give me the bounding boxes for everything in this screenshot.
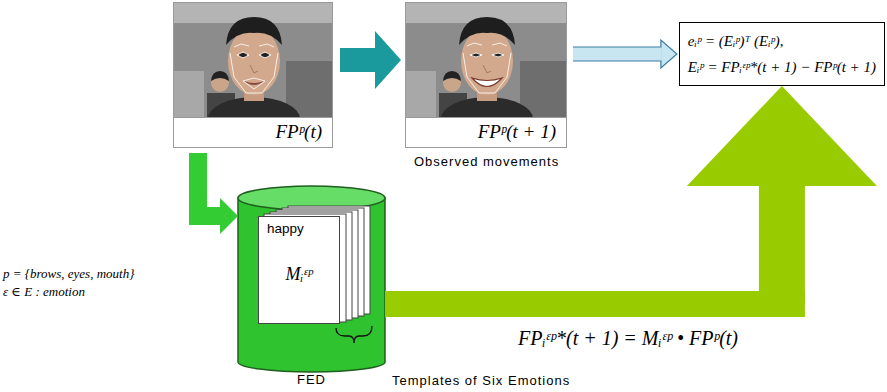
photo-frame: FPᵖ(t + 1) (405, 2, 567, 148)
frame-label: FPᵖ(t) (275, 118, 322, 146)
database-name: FED (238, 372, 385, 388)
brace (336, 326, 372, 343)
formula-label: FPᵢᵋᵖ*(t + 1) = Mᵢᵋᵖ • FPᵖ(t) (515, 325, 741, 351)
emotion-name: happy (259, 217, 339, 238)
caption-text: Observed movements (414, 154, 559, 170)
database-cylinder (238, 186, 385, 372)
legend-note: ε ∈ E : emotion (3, 284, 85, 300)
legend-note: p = {brows, eyes, mouth} (3, 266, 134, 282)
caption-text: Templates of Six Emotions (392, 373, 570, 389)
template-card: happyMᵢᵋᵖ (258, 216, 340, 324)
label-strip: FPᵖ(t + 1) (406, 117, 566, 147)
photo-frame: FPᵖ(t) (173, 2, 333, 148)
equation: eᵢᵖ = (Eᵢᵖ)ᵀ (Eᵢᵖ), (688, 28, 876, 54)
matrix-symbol: Mᵢᵋᵖ (259, 262, 339, 286)
block-arrow (385, 86, 877, 304)
block-arrow (198, 153, 238, 234)
block-arrow (340, 31, 401, 89)
equation-box: eᵢᵖ = (Eᵢᵖ)ᵀ (Eᵢᵖ),Eᵢᵖ = FPᵢᵋᵖ*(t + 1) −… (679, 22, 885, 86)
label-strip: FPᵖ(t) (174, 117, 332, 147)
frame-label: FPᵖ(t + 1) (478, 118, 556, 146)
equation: Eᵢᵖ = FPᵢᵋᵖ*(t + 1) − FPᵖ(t + 1) (688, 54, 876, 80)
block-arrow (573, 40, 677, 68)
database-node: FEDhappyMᵢᵋᵖ (238, 186, 385, 372)
